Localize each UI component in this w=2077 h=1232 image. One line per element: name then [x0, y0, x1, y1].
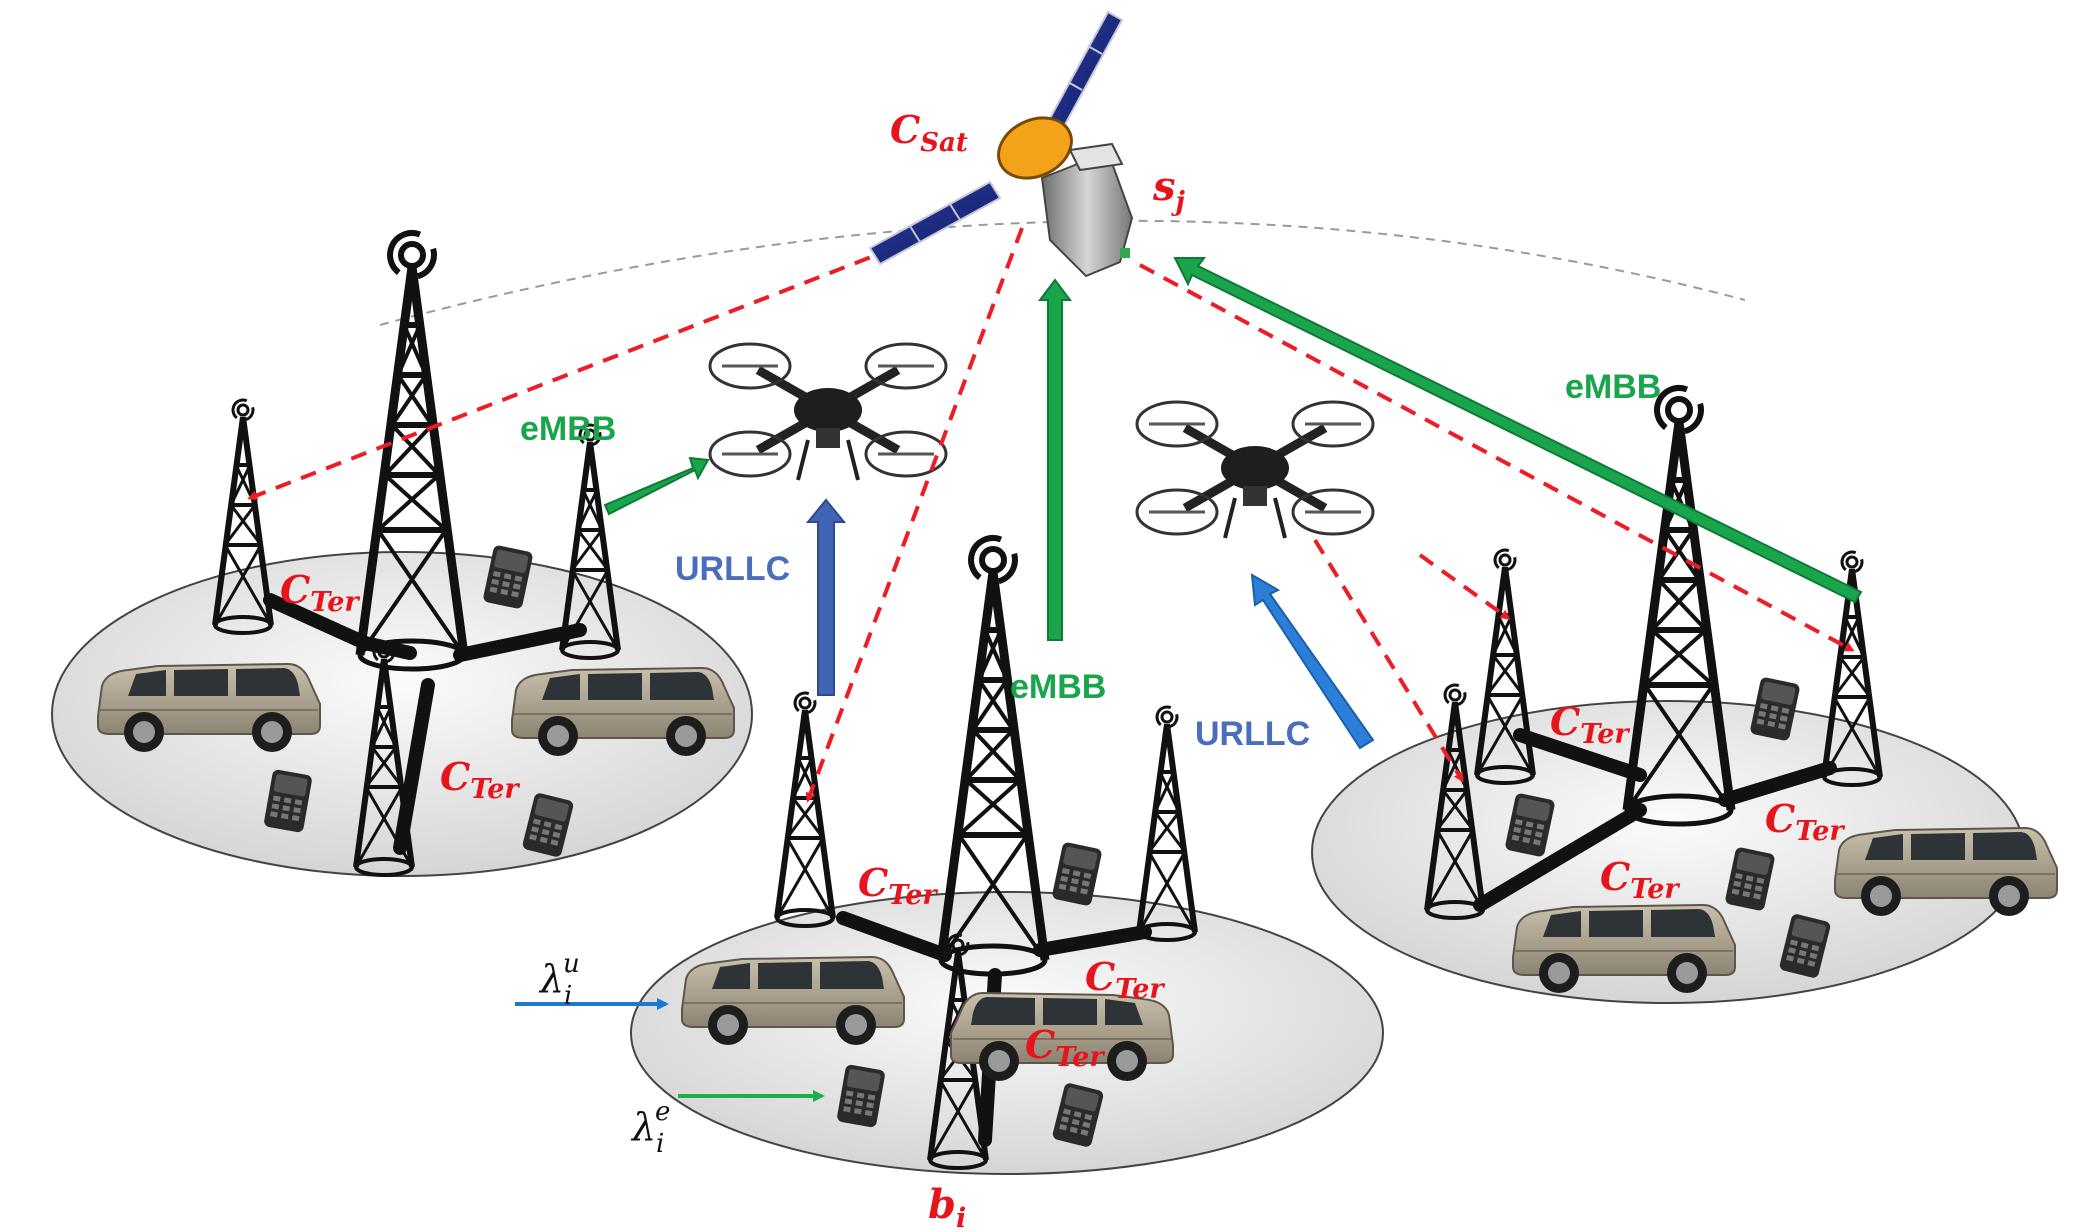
dashed-control-links — [247, 227, 1855, 803]
label-embb: eMBB — [1565, 368, 1661, 406]
small-tower-middle-1 — [777, 690, 833, 926]
urllc-arrow-left — [805, 498, 847, 696]
embb-arrow-to-satellite-middle — [1038, 278, 1072, 641]
satellite-dish — [997, 116, 1073, 180]
c-sat-sub: Sat — [920, 128, 968, 158]
label-c-sat: CSat — [890, 107, 968, 158]
satellite-panel-small — [1068, 142, 1124, 172]
uav-drone-left — [710, 344, 946, 480]
embb-arrows — [603, 257, 1863, 641]
c-sat-main: C — [890, 107, 920, 152]
label-c-ter: CTer — [280, 567, 360, 618]
label-c-ter: CTer — [1025, 1022, 1105, 1073]
uav-drone-right — [1137, 402, 1373, 538]
label-s-j: sj — [1152, 163, 1186, 217]
satellite-bus — [1040, 150, 1134, 278]
embb-arrow-to-uav — [603, 456, 710, 516]
label-embb: eMBB — [1010, 668, 1106, 706]
label-lambda-e: λ e i — [630, 1097, 670, 1159]
svg-text:λ: λ — [538, 957, 564, 1001]
label-c-ter: CTer — [1765, 796, 1845, 847]
label-c-ter: CTer — [858, 860, 938, 911]
link-type-labels: eMBB eMBB eMBB URLLC URLLC — [520, 368, 1661, 753]
svg-text:i: i — [564, 981, 572, 1011]
label-c-ter: CTer — [1550, 699, 1630, 750]
solar-panel-upper — [1046, 10, 1124, 132]
c-ter-labels: CTer CTer CTer CTer CTer CTer CTer CTer — [280, 567, 1845, 1073]
label-b-i: bi — [928, 1181, 966, 1232]
label-lambda-u: λ u i — [538, 949, 580, 1011]
label-urllc: URLLC — [1195, 715, 1310, 753]
s-j-main: s — [1152, 163, 1176, 210]
satellite — [868, 10, 1134, 278]
svg-text:e: e — [655, 1097, 670, 1127]
solar-panel-lower — [868, 180, 1002, 266]
svg-text:CSat: CSat — [890, 107, 968, 158]
svg-text:sj: sj — [1152, 163, 1186, 217]
embb-arrow-to-satellite-right — [1173, 257, 1863, 604]
svg-text:u: u — [563, 949, 580, 979]
label-urllc: URLLC — [675, 550, 790, 588]
label-c-ter: CTer — [440, 754, 520, 805]
label-embb: eMBB — [520, 410, 616, 448]
svg-text:i: i — [656, 1129, 664, 1159]
urllc-arrow-right — [1250, 573, 1375, 750]
label-c-ter: CTer — [1085, 954, 1165, 1005]
label-c-ter: CTer — [1600, 854, 1680, 905]
svg-text:λ: λ — [630, 1105, 656, 1149]
